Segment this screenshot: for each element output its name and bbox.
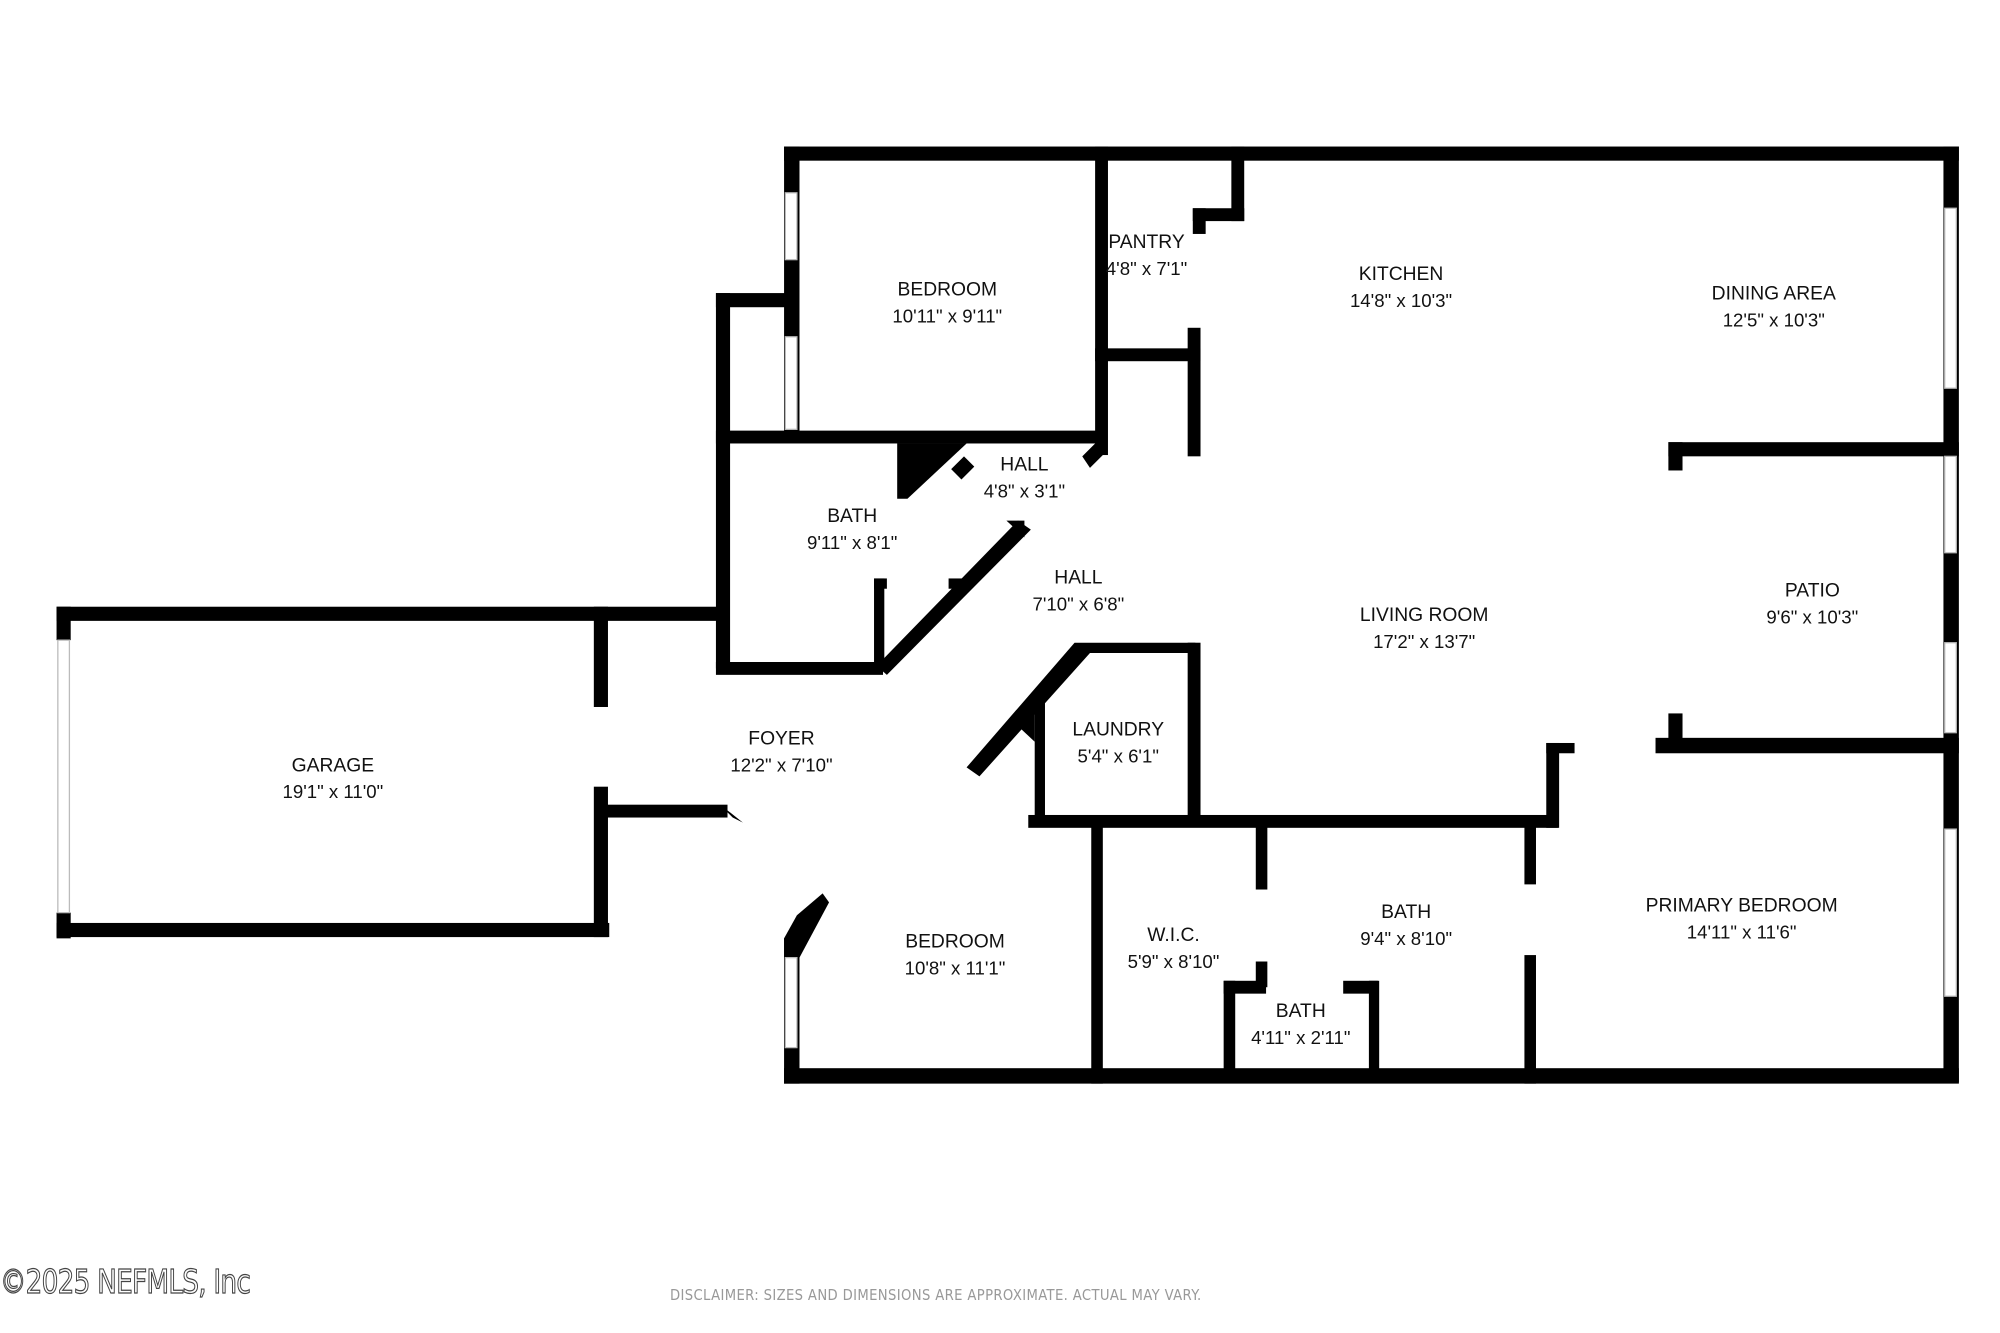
windows [57, 192, 1957, 1049]
room-name-bedroom-2: BEDROOM [905, 931, 1005, 952]
room-dims-hall-1: 4'8" x 3'1" [984, 480, 1065, 501]
room-dims-dining-area: 12'5" x 10'3" [1723, 310, 1825, 331]
room-labels: BEDROOM 10'11" x 9'11" PANTRY 4'8" x 7'1… [283, 232, 1859, 1048]
room-name-kitchen: KITCHEN [1359, 264, 1444, 285]
room-dims-bedroom-1: 10'11" x 9'11" [892, 306, 1002, 327]
room-name-patio: PATIO [1785, 580, 1840, 601]
disclaimer-text: DISCLAIMER: SIZES AND DIMENSIONS ARE APP… [670, 1286, 1202, 1304]
room-name-garage: GARAGE [292, 755, 375, 776]
room-name-hall-2: HALL [1054, 568, 1102, 589]
copyright-watermark: ©2025 NEFMLS, Inc [0, 1261, 251, 1301]
room-name-living-room: LIVING ROOM [1360, 605, 1488, 626]
room-dims-patio: 9'6" x 10'3" [1766, 606, 1858, 627]
room-name-bedroom-1: BEDROOM [898, 280, 998, 301]
room-dims-primary-bedroom: 14'11" x 11'6" [1687, 921, 1797, 942]
room-dims-kitchen: 14'8" x 10'3" [1350, 290, 1452, 311]
room-name-bath-1: BATH [827, 506, 877, 527]
room-dims-hall-2: 7'10" x 6'8" [1033, 594, 1125, 615]
room-name-pantry: PANTRY [1108, 232, 1185, 253]
room-name-wic: W.I.C. [1147, 925, 1199, 946]
room-name-bath-3: BATH [1276, 1001, 1326, 1022]
room-dims-foyer: 12'2" x 7'10" [730, 754, 832, 775]
room-dims-bath-2: 9'4" x 8'10" [1360, 928, 1452, 949]
room-name-bath-2: BATH [1381, 902, 1431, 923]
room-dims-garage: 19'1" x 11'0" [283, 781, 384, 802]
room-dims-pantry: 4'8" x 7'1" [1106, 258, 1187, 279]
room-name-laundry: LAUNDRY [1072, 719, 1164, 740]
room-dims-bedroom-2: 10'8" x 11'1" [905, 957, 1006, 978]
room-dims-wic: 5'9" x 8'10" [1128, 951, 1220, 972]
room-name-hall-1: HALL [1000, 454, 1048, 475]
room-dims-living-room: 17'2" x 13'7" [1373, 631, 1475, 652]
room-dims-bath-3: 4'11" x 2'11" [1251, 1027, 1350, 1048]
room-name-dining-area: DINING AREA [1712, 284, 1836, 305]
room-dims-bath-1: 9'11" x 8'1" [807, 532, 897, 553]
room-dims-laundry: 5'4" x 6'1" [1078, 745, 1159, 766]
walls [56, 146, 1959, 1084]
room-name-primary-bedroom: PRIMARY BEDROOM [1646, 895, 1838, 916]
room-name-foyer: FOYER [748, 728, 814, 749]
